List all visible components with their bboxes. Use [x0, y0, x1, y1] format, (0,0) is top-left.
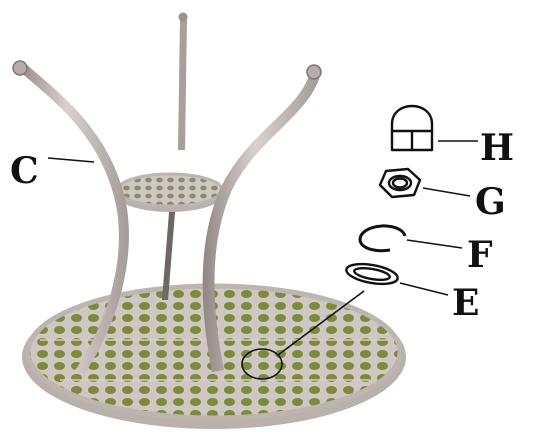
upper-shelf	[115, 172, 225, 212]
flat-washer-icon	[345, 262, 399, 286]
leader-line-f	[406, 239, 463, 249]
hex-nut-icon	[378, 167, 422, 199]
leg-front	[202, 64, 322, 372]
leader-line-g	[422, 187, 471, 197]
callout-h: H	[480, 127, 514, 169]
lock-washer-icon	[358, 224, 407, 253]
leader-line-e	[399, 282, 449, 296]
leg-left	[12, 60, 129, 374]
leader-line-c	[47, 157, 95, 163]
detail-circle	[241, 348, 283, 380]
callout-c: C	[10, 150, 39, 192]
callout-f: F	[467, 234, 493, 276]
leader-line-detail	[277, 290, 365, 356]
callout-g: G	[475, 181, 506, 223]
cap-nut-icon	[390, 104, 434, 152]
callout-e: E	[452, 282, 479, 324]
center-post	[162, 12, 188, 300]
